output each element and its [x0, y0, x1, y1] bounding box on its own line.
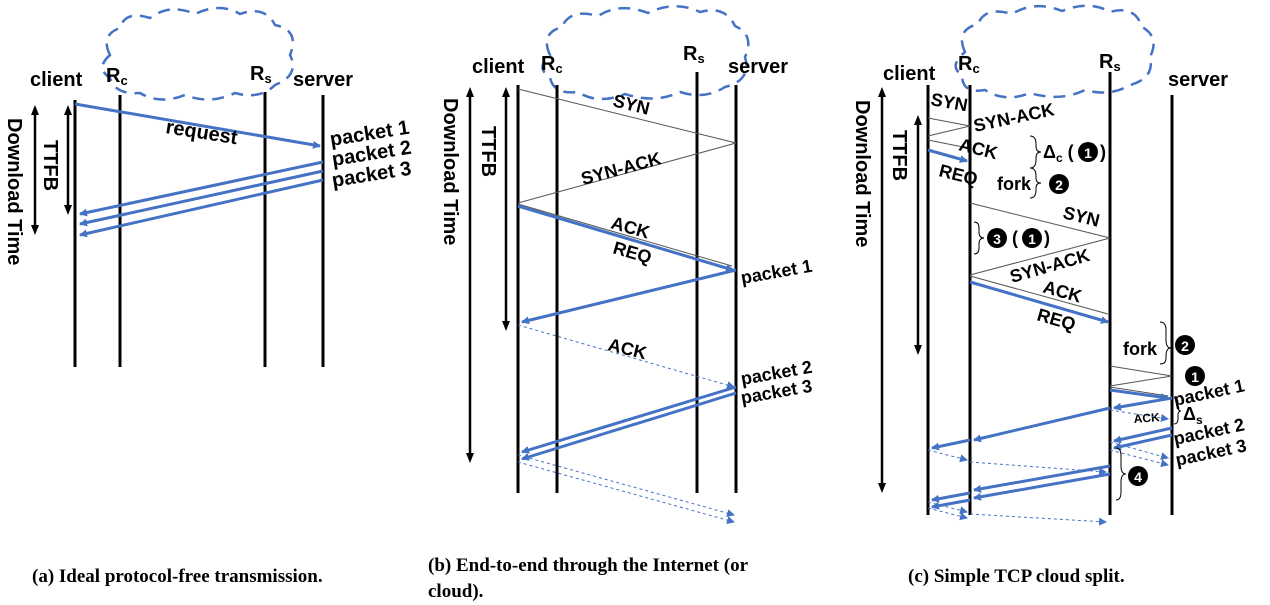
rc-label: Rc: [541, 53, 563, 76]
request-message: [74, 102, 321, 149]
rs-label: Rs: [683, 43, 705, 66]
syn2-label: SYN: [1061, 202, 1102, 230]
req-message: [517, 204, 734, 272]
svg-text:): ): [1044, 228, 1050, 248]
packet2-message: [521, 385, 737, 454]
ttfb-label: TTFB: [39, 140, 61, 191]
packet1-message: [521, 268, 737, 325]
download-time-label: Download Time: [3, 118, 25, 265]
panel-b: client Rc Rs server Download Time TTFB S…: [439, 5, 814, 524]
svg-text:(: (: [1012, 228, 1018, 248]
delta-s-label: Δs: [1183, 404, 1203, 427]
ack-small-label: ACK: [1133, 410, 1160, 426]
ack3-message: [517, 454, 735, 517]
packet2-message: [79, 169, 324, 227]
client-label: client: [30, 69, 83, 91]
ack-message: [517, 203, 733, 267]
step-4-badge: 4: [1134, 469, 1142, 485]
server-label: server: [1168, 69, 1228, 91]
server-label: server: [293, 69, 353, 91]
rs-label: Rs: [1099, 51, 1121, 74]
request-label: request: [164, 116, 239, 149]
server-label: server: [728, 56, 788, 78]
rc-label: Rc: [106, 65, 128, 88]
synack-message: [517, 142, 737, 204]
packet3-message: [521, 391, 737, 461]
rc-label: Rc: [958, 53, 980, 76]
client-label: client: [883, 63, 936, 85]
ack2-label: ACK: [1041, 277, 1084, 307]
syn-label: SYN: [611, 90, 652, 118]
svg-text:): ): [1100, 142, 1106, 162]
fork-label: fork: [997, 174, 1032, 194]
syn-label: SYN: [929, 89, 969, 115]
panel-a: client Rc Rs server Download Time TTFB r…: [3, 6, 413, 367]
cloud-icon: [541, 5, 750, 101]
cloud-icon: [954, 4, 1155, 99]
download-time-label: Download Time: [439, 98, 461, 245]
ack2-message: [517, 324, 735, 389]
download-time-label: Download Time: [851, 100, 873, 247]
step-2b-badge: 2: [1181, 338, 1189, 354]
step-3-badge: 3: [993, 231, 1001, 247]
caption-c: (c) Simple TCP cloud split.: [908, 566, 1125, 587]
panel-c: client Rc Rs server Download Time TTFB S…: [851, 4, 1248, 526]
packet1-label: packet 1: [739, 256, 813, 288]
synack-label: SYN-ACK: [579, 148, 663, 189]
req-label: REQ: [937, 160, 980, 189]
caption-a: (a) Ideal protocol-free transmission.: [32, 566, 323, 587]
delta-c-label: Δc (: [1043, 142, 1074, 165]
ttfb-label: TTFB: [477, 126, 499, 177]
syn-message: [517, 88, 737, 144]
packet1-message: [79, 160, 324, 217]
fork2-label: fork: [1123, 339, 1158, 359]
rs-label: Rs: [250, 63, 272, 86]
caption-b: (b) End-to-end through the Internet (or …: [428, 555, 749, 602]
cloud-icon: [101, 6, 295, 101]
step-2-badge: 2: [1055, 177, 1063, 193]
req-label: REQ: [611, 238, 654, 268]
client-label: client: [472, 56, 525, 78]
svg-text:1: 1: [1191, 369, 1199, 385]
step-1-badge: 1: [1084, 145, 1092, 161]
ack4-message: [517, 461, 735, 524]
svg-text:1: 1: [1028, 231, 1036, 247]
synack-label: SYN-ACK: [972, 99, 1056, 136]
ack2-label: ACK: [606, 334, 649, 363]
packet3-message: [79, 178, 324, 238]
req2-label: REQ: [1035, 305, 1078, 335]
ttfb-label: TTFB: [888, 130, 910, 181]
